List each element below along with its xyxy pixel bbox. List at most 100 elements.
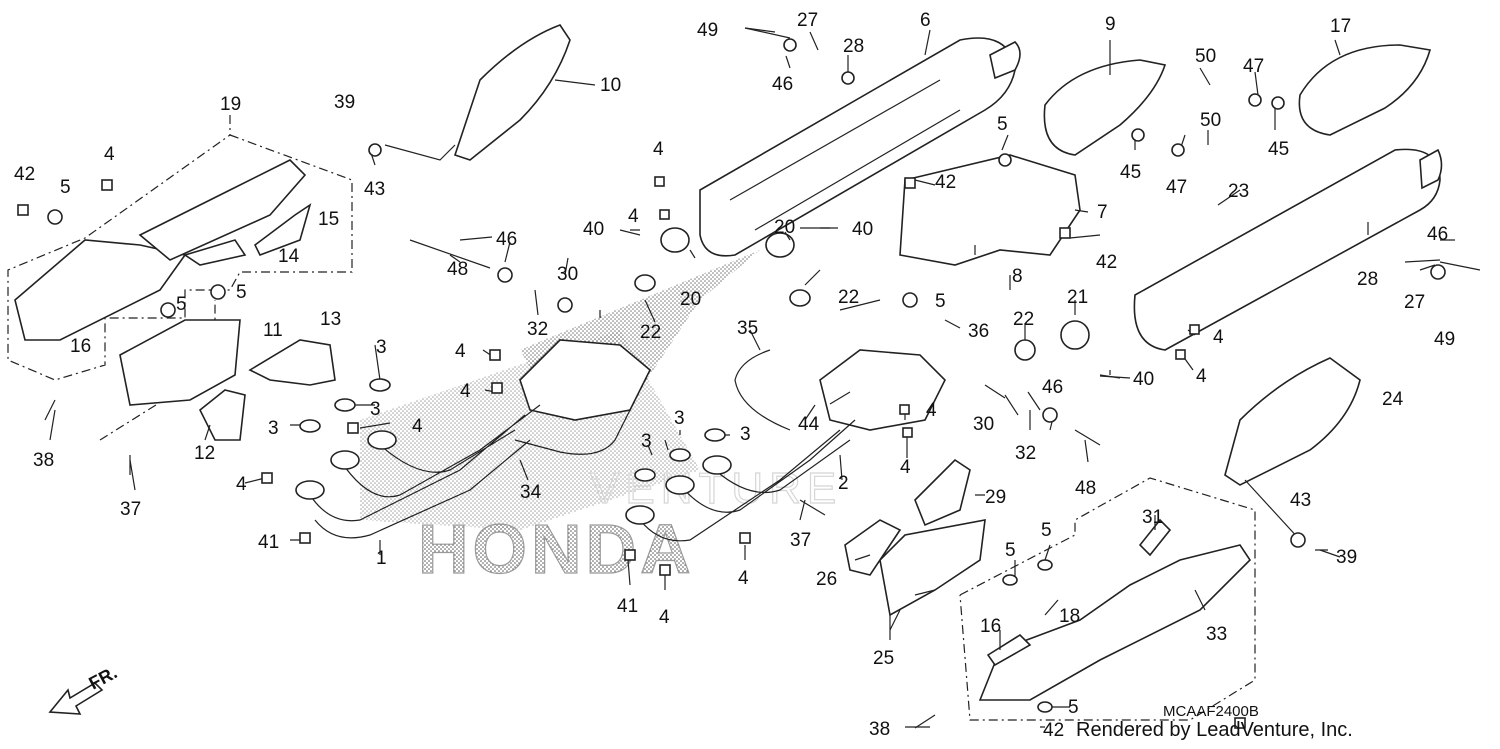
muffler-left — [699, 37, 1016, 257]
washer — [783, 38, 797, 52]
bracket-13 — [248, 339, 336, 386]
callout-16: 16 — [70, 336, 91, 357]
callout-20: 20 — [774, 217, 795, 238]
callout-4: 4 — [455, 341, 466, 362]
nut — [489, 349, 501, 361]
callout-1: 1 — [376, 548, 387, 569]
callout-4: 4 — [104, 144, 115, 165]
callout-40: 40 — [852, 219, 873, 240]
washer — [1248, 93, 1262, 107]
flange — [295, 480, 325, 500]
callout-10: 10 — [600, 75, 621, 96]
washer — [1290, 532, 1306, 548]
heat-shield-16 — [14, 239, 187, 341]
heat-shield-33 — [978, 544, 1252, 701]
callout-4: 4 — [412, 416, 423, 437]
callout-5: 5 — [1068, 697, 1079, 718]
callout-30: 30 — [557, 264, 578, 285]
nut — [899, 404, 910, 415]
callout-41: 41 — [258, 532, 279, 553]
nut — [654, 176, 665, 187]
callout-6: 6 — [920, 10, 931, 31]
callout-50: 50 — [1200, 110, 1221, 131]
washer — [1037, 559, 1053, 571]
callout-49: 49 — [697, 20, 718, 41]
washer — [334, 398, 356, 412]
gasket-31 — [1138, 518, 1172, 557]
washer — [368, 143, 382, 157]
washer — [669, 448, 691, 462]
muffler-tip-left — [989, 41, 1021, 80]
washer — [557, 297, 573, 313]
callout-34: 34 — [520, 482, 542, 503]
callout-3: 3 — [641, 431, 652, 452]
callout-9: 9 — [1105, 14, 1116, 35]
clamp-21 — [1060, 320, 1090, 350]
callout-18: 18 — [1059, 606, 1080, 627]
callout-38: 38 — [869, 719, 890, 740]
hardware — [17, 27, 1481, 729]
washer — [1430, 264, 1446, 280]
callout-37: 37 — [120, 499, 141, 520]
washer — [497, 267, 513, 283]
washer — [1271, 96, 1285, 110]
diagram-code: MCAAF2400B — [1163, 703, 1259, 720]
group-outline-33 — [959, 477, 1256, 721]
callout-23: 23 — [1228, 181, 1249, 202]
front-direction-arrow: FR. — [48, 662, 120, 715]
callout-5: 5 — [935, 291, 946, 312]
callout-46: 46 — [772, 74, 793, 95]
washer — [1131, 128, 1145, 142]
flange — [330, 450, 360, 470]
leader-lines — [49, 27, 1455, 728]
parts — [14, 24, 1443, 701]
callout-29: 29 — [985, 487, 1006, 508]
callout-25: 25 — [873, 648, 894, 669]
flange — [665, 475, 695, 495]
callout-44: 44 — [798, 414, 820, 435]
callout-17: 17 — [1330, 16, 1351, 37]
callout-27: 27 — [797, 10, 818, 31]
callout-7: 7 — [1097, 202, 1108, 223]
washer — [1037, 701, 1053, 713]
heat-shield-11 — [119, 319, 241, 406]
callout-22: 22 — [838, 287, 859, 308]
callout-3: 3 — [376, 337, 387, 358]
callout-48: 48 — [1075, 478, 1096, 499]
muffler-left-detail — [729, 79, 961, 231]
bracket-29 — [914, 458, 971, 527]
callout-26: 26 — [816, 569, 837, 590]
washer — [1171, 143, 1185, 157]
callout-4: 4 — [900, 457, 911, 478]
washer — [369, 378, 391, 392]
callout-45: 45 — [1120, 162, 1141, 183]
gasket-22b — [789, 289, 811, 307]
callout-3: 3 — [268, 418, 279, 439]
callout-16: 16 — [980, 616, 1001, 637]
heat-shield-10 — [453, 24, 571, 161]
o2-sensor-35 — [734, 349, 791, 431]
callout-14: 14 — [278, 246, 300, 267]
callout-31: 31 — [1142, 507, 1163, 528]
pipe-flanges — [295, 430, 732, 525]
muffler-cover-9 — [1043, 59, 1167, 156]
nut — [904, 177, 916, 189]
gasket-16b — [986, 633, 1032, 667]
callout-24: 24 — [1382, 389, 1404, 410]
callout-22: 22 — [640, 322, 661, 343]
callout-3: 3 — [740, 424, 751, 445]
callout-40: 40 — [583, 219, 604, 240]
bracket-12 — [198, 389, 246, 441]
callout-36: 36 — [968, 321, 989, 342]
callout-43: 43 — [364, 179, 385, 200]
callout-5: 5 — [60, 177, 71, 198]
callout-28: 28 — [843, 36, 864, 57]
catalytic-converter-left — [519, 339, 651, 421]
muffler-right — [1133, 148, 1441, 351]
callout-4: 4 — [628, 206, 639, 227]
callout-4: 4 — [738, 568, 749, 589]
gasket-22a — [634, 274, 656, 292]
callout-4: 4 — [1196, 366, 1207, 387]
heat-shield-7 — [899, 154, 1081, 266]
